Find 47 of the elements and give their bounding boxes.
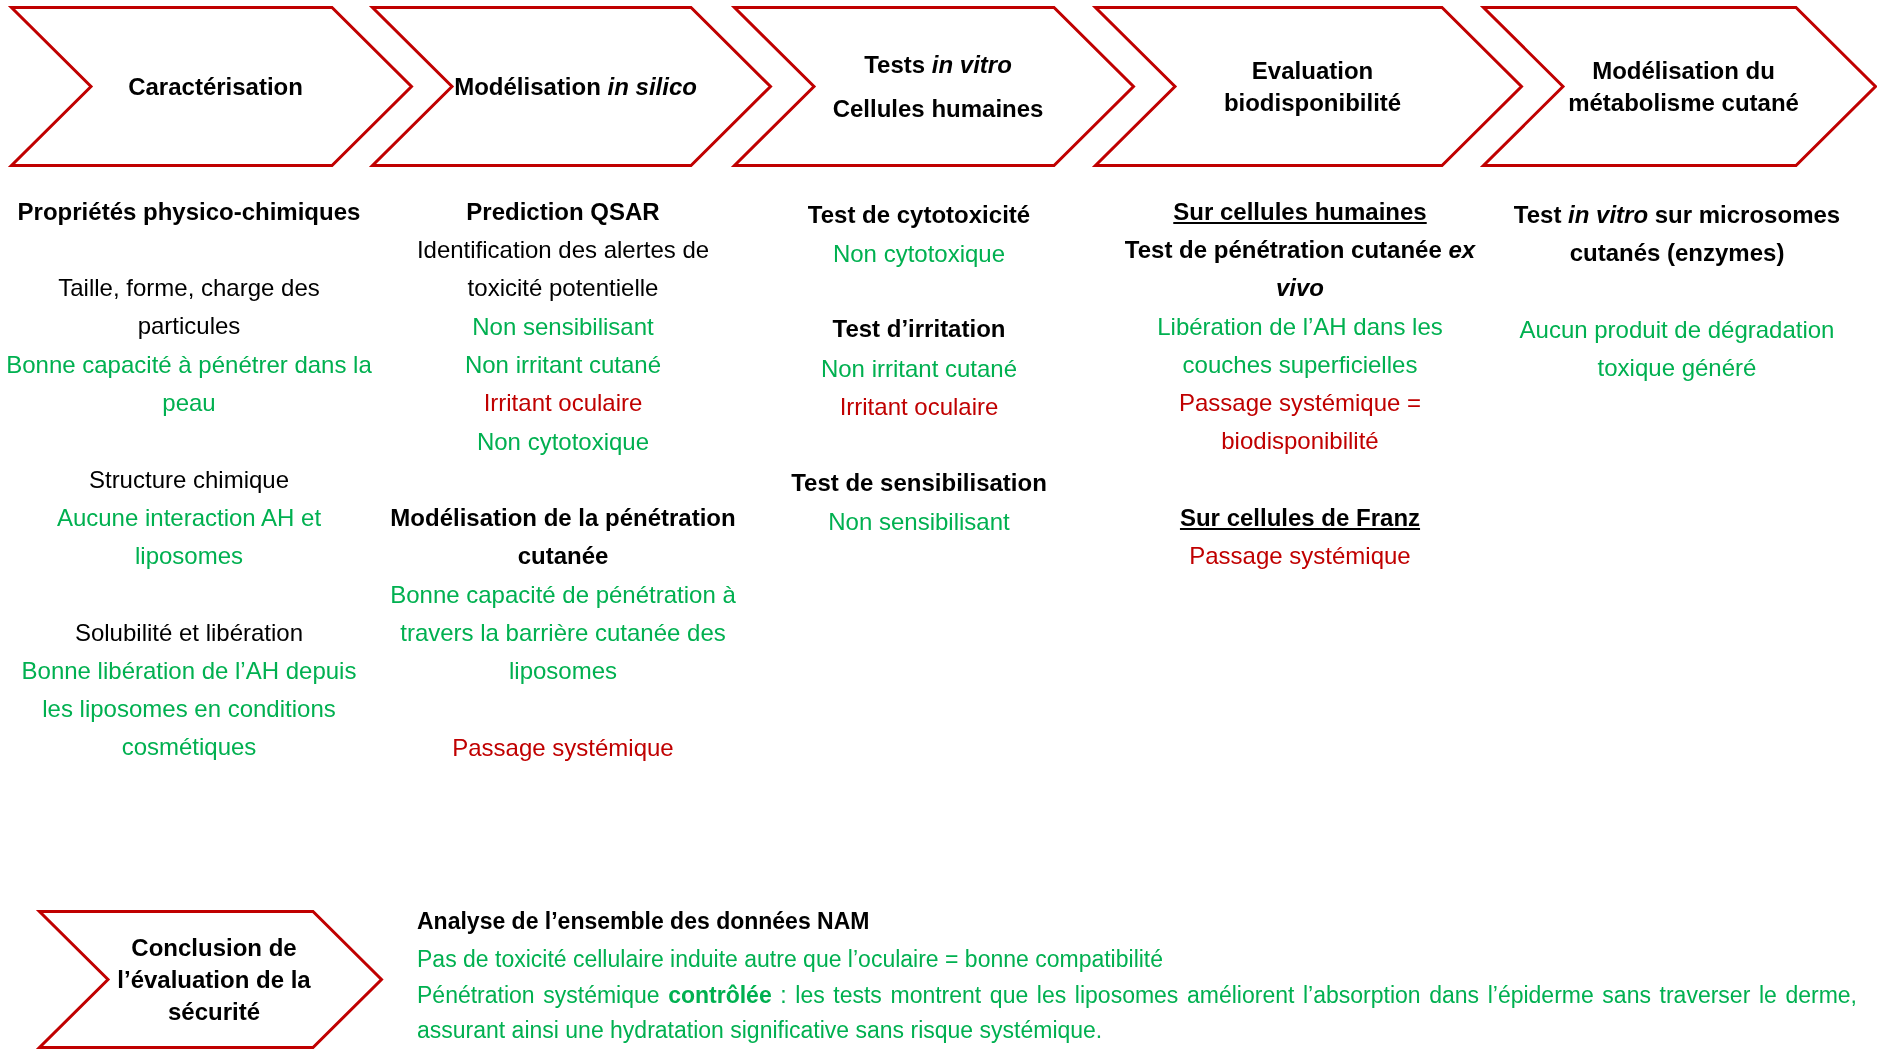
result-text: Non irritant cutané <box>463 350 663 380</box>
result-text: Irritant oculaire <box>838 392 1000 422</box>
description-text: Identification des alertes de toxicité potentielle <box>415 235 711 303</box>
result-text: Aucune interaction AH et liposomes <box>55 503 323 571</box>
result-text: Passage systémique = biodisponibilité <box>1177 388 1423 456</box>
step-title: Tests in vitro <box>864 49 1012 80</box>
result-text: Libération de l’AH dans les couches superficielles <box>1156 312 1444 380</box>
result-text: Passage systémique <box>1188 541 1412 571</box>
section-heading: Prediction QSAR <box>465 197 661 227</box>
section-heading: Test de cytotoxicité <box>806 200 1032 230</box>
section-heading: Test d’irritation <box>831 314 1007 344</box>
section-heading: Analyse de l’ensemble des données NAM <box>417 907 871 936</box>
section-heading: Sur cellules de Franz <box>1178 503 1422 533</box>
result-text: Non irritant cutané <box>819 354 1019 384</box>
chevron-step <box>10 6 413 167</box>
section-heading: Test de sensibilisation <box>790 468 1048 498</box>
result-text: Non cytotoxique <box>831 239 1007 269</box>
result-text: Pénétration systémique contrôlée : les tests montrent que les liposomes améliorent l’absorption dans l’épiderme sans traverser le derme, assurant ainsi une hydratation significative sans risque systémique. <box>417 981 1857 1045</box>
section-heading: Sur cellules humaines <box>1172 197 1428 227</box>
result-text: Bonne capacité de pénétration à travers la barrière cutanée des liposomes <box>389 580 737 686</box>
chevron-step <box>1094 6 1523 167</box>
step-title: Evaluation biodisponibilité <box>1222 55 1403 118</box>
result-text: Irritant oculaire <box>482 388 644 418</box>
result-text: Passage systémique <box>451 733 675 763</box>
result-text: Aucun produit de dégradation toxique généré <box>1518 315 1836 383</box>
result-text: Bonne capacité à pénétrer dans la peau <box>5 350 373 418</box>
step-title: Caractérisation <box>128 71 303 102</box>
result-text: Pas de toxicité cellulaire induite autre que l’oculaire = bonne compatibilité <box>417 945 1165 974</box>
step-title: Modélisation in silico <box>454 71 697 102</box>
section-heading: Propriétés physico-chimiques <box>16 197 362 227</box>
section-heading: Test de pénétration cutanée ex vivo <box>1123 235 1477 303</box>
section-heading: Modélisation de la pénétration cutanée <box>389 503 737 571</box>
chevron-step <box>1482 6 1877 167</box>
description-text: Taille, forme, charge des particules <box>57 273 321 341</box>
step-title: Modélisation du métabolisme cutané <box>1567 55 1800 118</box>
step-title: Conclusion de l’évaluation de la sécurité <box>116 932 312 1027</box>
description-text: Solubilité et libération <box>73 618 305 648</box>
result-text: Non cytotoxique <box>475 427 651 457</box>
result-text: Bonne libération de l’AH depuis les liposomes en conditions cosmétiques <box>20 656 358 762</box>
result-text: Non sensibilisant <box>471 312 655 342</box>
result-text: Non sensibilisant <box>827 507 1011 537</box>
chevron-step <box>371 6 772 167</box>
description-text: Structure chimique <box>87 465 291 495</box>
step-title: Cellules humaines <box>832 93 1044 124</box>
chevron-step <box>733 6 1135 167</box>
chevron-step <box>38 910 383 1049</box>
section-heading: Test in vitro sur microsomes cutanés (enzymes) <box>1512 200 1842 268</box>
